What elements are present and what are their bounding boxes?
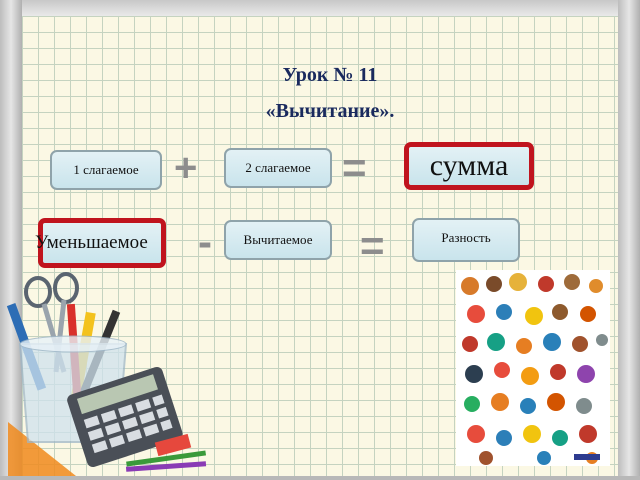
- sum-box: сумма: [404, 142, 534, 190]
- sum-label: сумма: [429, 149, 509, 182]
- cartoon-characters-icon: [456, 270, 610, 466]
- lesson-topic-title: «Вычитание».: [265, 100, 395, 122]
- subtrahend-label: Вычитаемое: [243, 232, 313, 247]
- equals-sign-1: =: [342, 144, 367, 191]
- slide-frame-bottom: [0, 476, 640, 480]
- subtrahend-box: Вычитаемое: [224, 220, 332, 260]
- equals-sign-2: =: [360, 222, 385, 269]
- slide-frame-top: [0, 0, 640, 16]
- addend2-box: 2 слагаемое: [224, 148, 332, 188]
- addend1-label: 1 слагаемое: [73, 162, 139, 177]
- minuend-label: Уменьшаемое: [35, 232, 148, 253]
- difference-box: Разность: [412, 218, 520, 262]
- addend2-label: 2 слагаемое: [245, 160, 311, 175]
- slide-frame-left: [0, 0, 22, 480]
- slide-frame-right: [618, 0, 640, 480]
- plus-sign: +: [174, 146, 198, 190]
- addend1-box: 1 слагаемое: [50, 150, 162, 190]
- minus-sign: -: [198, 218, 212, 265]
- lesson-number-title: Урок № 11: [282, 64, 378, 86]
- difference-label: Разность: [441, 230, 491, 245]
- minuend-box: Уменьшаемое: [35, 218, 166, 268]
- stationery-cup-icon: [6, 272, 207, 476]
